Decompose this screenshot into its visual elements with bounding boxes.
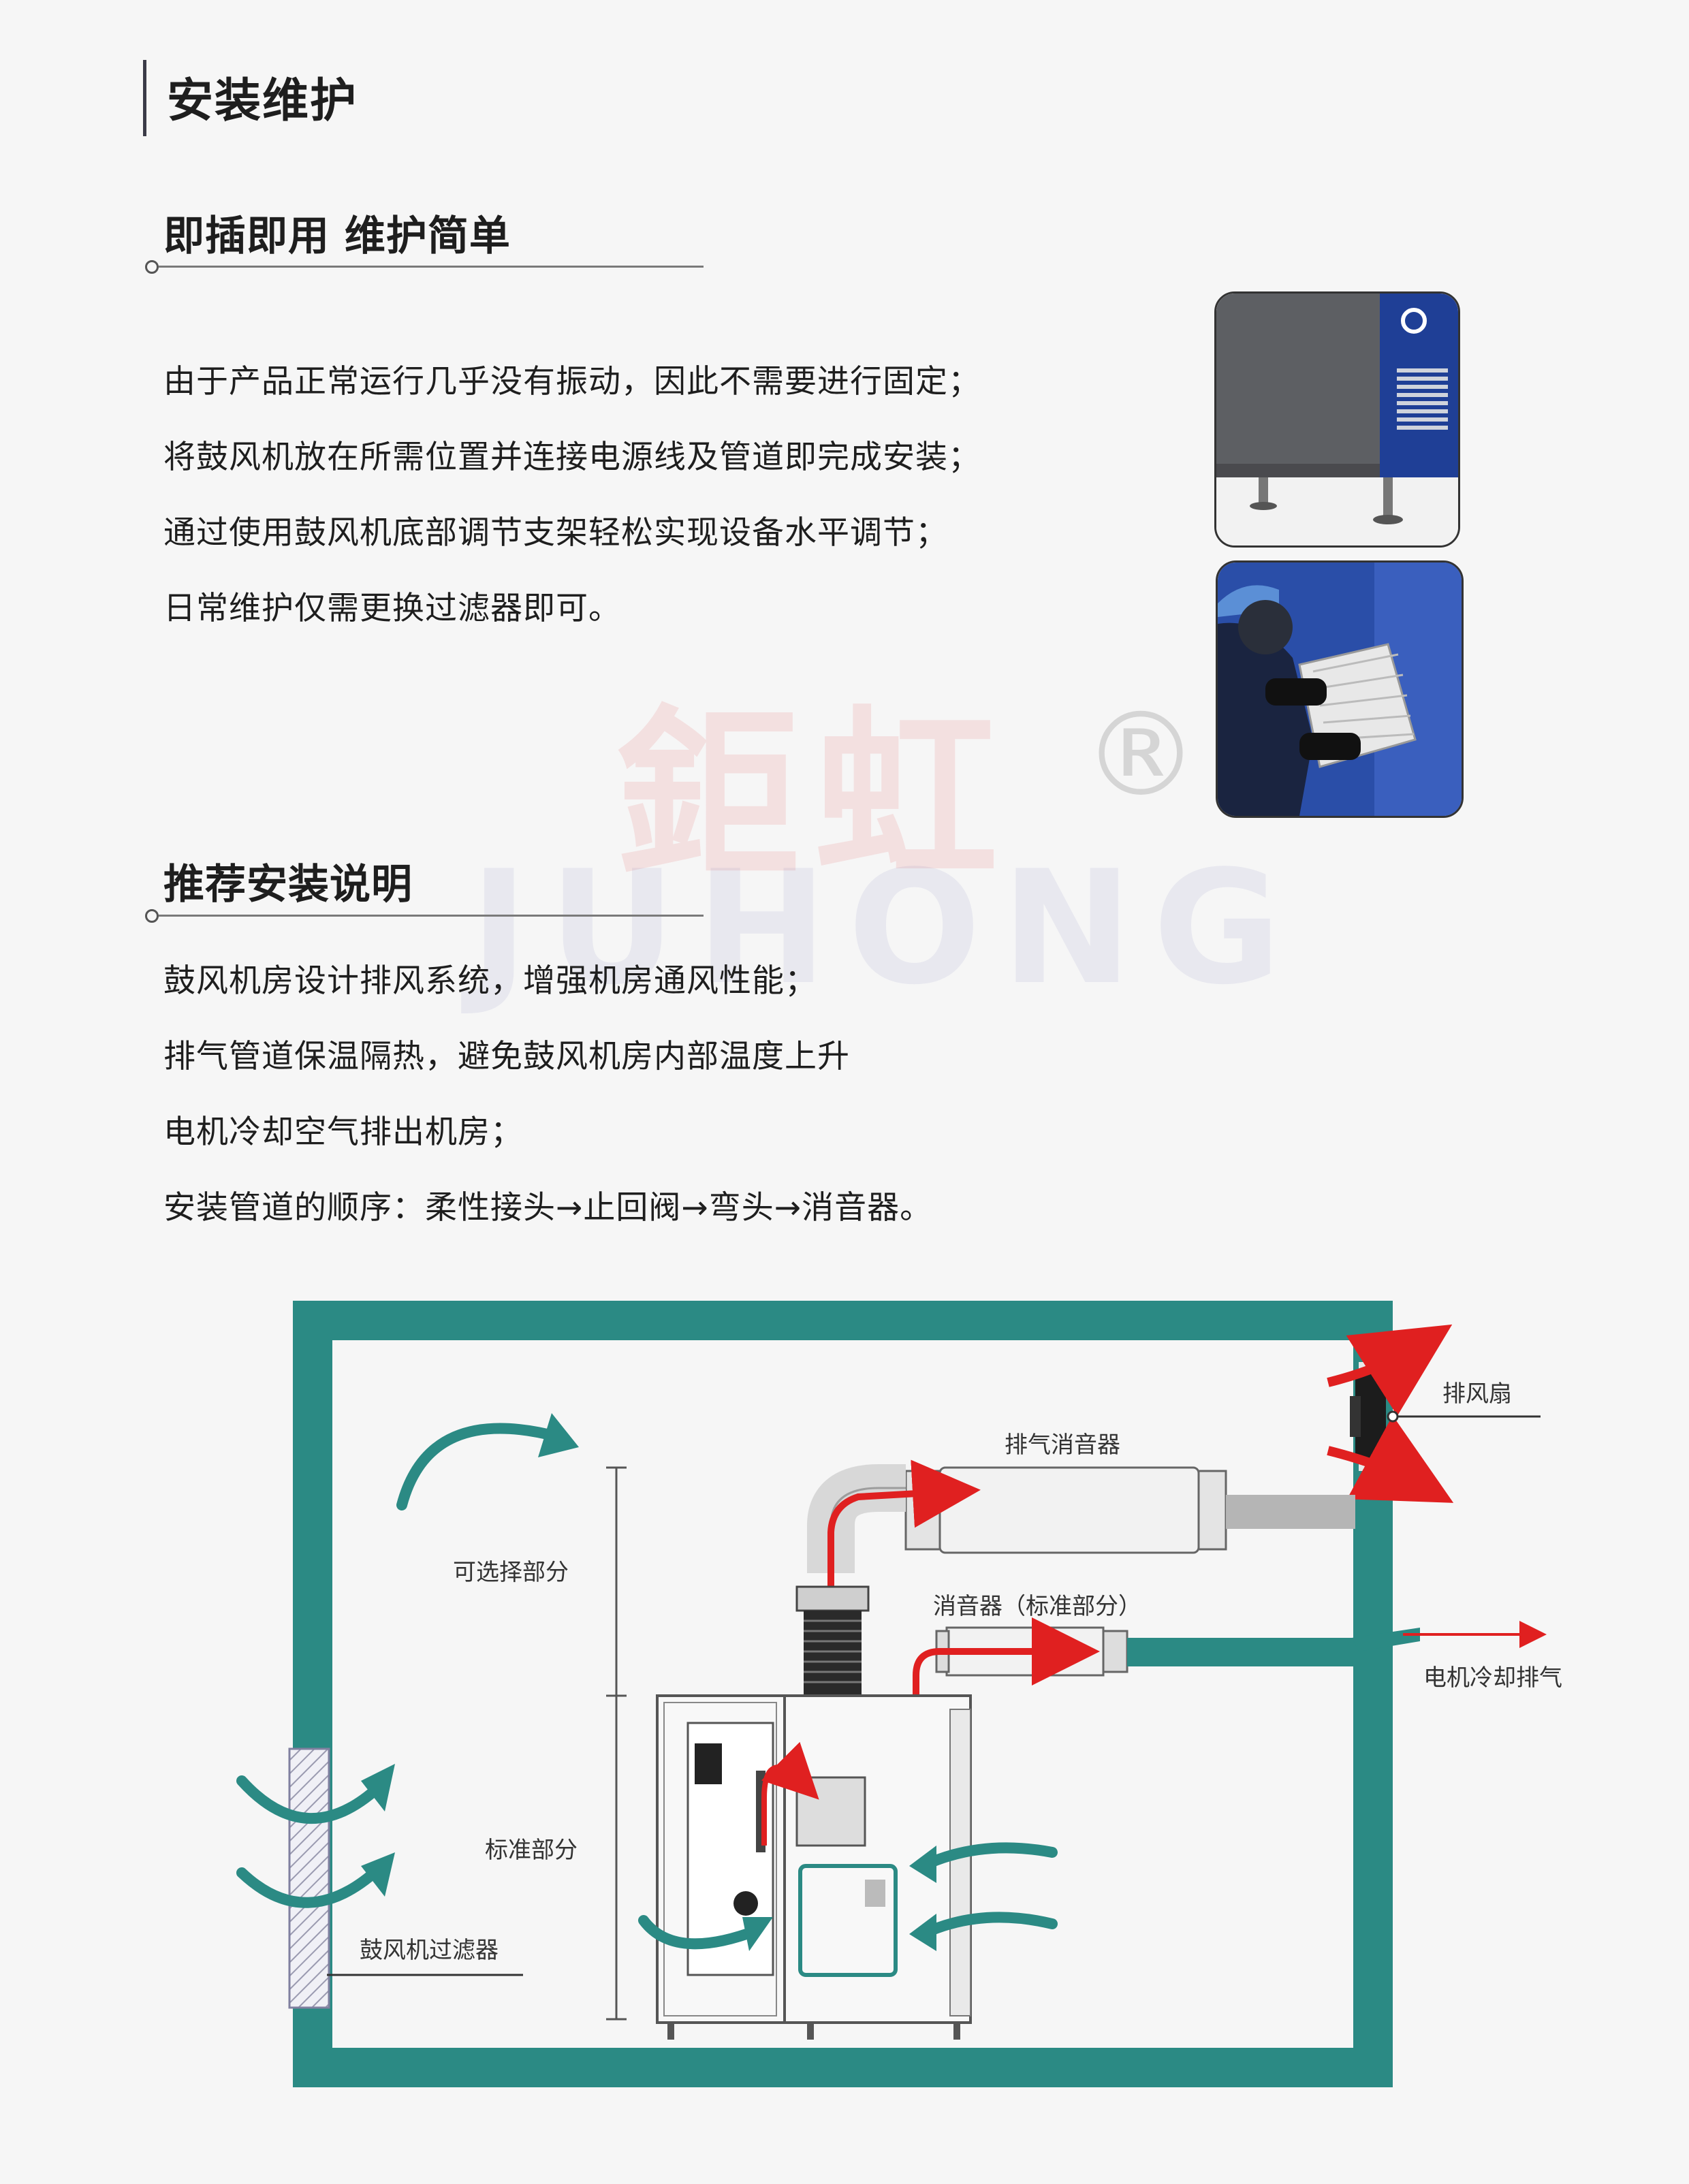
installation-diagram: 排风扇 排气消音器 可选择部分 消音器（标准部分） 电机冷却排气 标准部分 鼓风… <box>236 1301 1562 2087</box>
label-motor-cooling-exhaust: 电机冷却排气 <box>1423 1664 1562 1692</box>
photo-blower-base <box>1214 291 1460 548</box>
section2-title-underline <box>159 915 704 917</box>
label-standard-part: 标准部分 <box>485 1837 578 1864</box>
exhaust-fan <box>1327 1324 1454 1503</box>
section2-text: 鼓风机房设计排风系统，增强机房通风性能； 排气管道保温隔热，避免鼓风机房内部温度… <box>163 943 932 1246</box>
label-exhaust-silencer: 排气消音器 <box>1005 1431 1120 1459</box>
section2-title: 推荐安装说明 <box>163 861 413 908</box>
room-walls <box>293 1301 1393 2087</box>
label-blower-filter: 鼓风机过滤器 <box>360 1937 499 1964</box>
watermark-brand-en: JUHONG <box>470 838 1302 1019</box>
section1-line-4: 日常维护仅需更换过滤器即可。 <box>163 590 621 627</box>
intake-air-arrows <box>236 1423 1058 1950</box>
intake-arrow-heads <box>361 1413 936 1951</box>
watermark-brand-cn: 鉅虹 <box>616 689 1011 904</box>
photo-filter-replacement <box>1216 560 1464 818</box>
section2-line-2: 排气管道保温隔热，避免鼓风机房内部温度上升 <box>163 1038 850 1075</box>
internal-hot-air-arrow <box>761 1741 819 1846</box>
label-silencer-standard: 消音器（标准部分） <box>933 1593 1141 1620</box>
section1-line-2: 将鼓风机放在所需位置并连接电源线及管道即完成安装； <box>163 439 981 476</box>
section1-line-3: 通过使用鼓风机底部调节支架轻松实现设备水平调节； <box>163 514 948 552</box>
filter-replacement-illustration <box>1218 563 1462 816</box>
dimension-line <box>606 1466 627 2021</box>
watermark-registered-mark: ® <box>1083 688 1199 823</box>
section2-line-3: 电机冷却空气排出机房； <box>163 1113 523 1151</box>
section1-title-underline <box>159 266 704 268</box>
section2-line-1: 鼓风机房设计排风系统，增强机房通风性能； <box>163 962 817 1000</box>
title-accent-bar <box>143 60 146 136</box>
blower-base-illustration <box>1216 294 1458 545</box>
section1-text: 由于产品正常运行几乎没有振动，因此不需要进行固定； 将鼓风机放在所需位置并连接电… <box>163 344 981 646</box>
section2-line-4: 安装管道的顺序：柔性接头→止回阀→弯头→消音器。 <box>163 1189 933 1226</box>
section2-title-dot <box>145 909 159 923</box>
section1-title: 即插即用 维护简单 <box>163 212 511 260</box>
exhaust-fan-leader-dot <box>1387 1410 1399 1423</box>
section1-title-dot <box>145 260 159 274</box>
filter-intake-grille <box>288 1747 330 2009</box>
cooling-air-arrow <box>913 1617 1100 1798</box>
page-title: 安装维护 <box>167 74 358 128</box>
exhaust-air-arrow <box>827 1459 981 1662</box>
label-exhaust-fan: 排风扇 <box>1442 1380 1512 1408</box>
label-optional-part: 可选择部分 <box>453 1559 569 1586</box>
section1-line-1: 由于产品正常运行几乎没有振动，因此不需要进行固定； <box>163 363 981 400</box>
flexible-joint <box>795 1585 870 1699</box>
exhaust-silencer <box>904 1466 1355 1554</box>
elbow-pipe <box>807 1464 906 1573</box>
